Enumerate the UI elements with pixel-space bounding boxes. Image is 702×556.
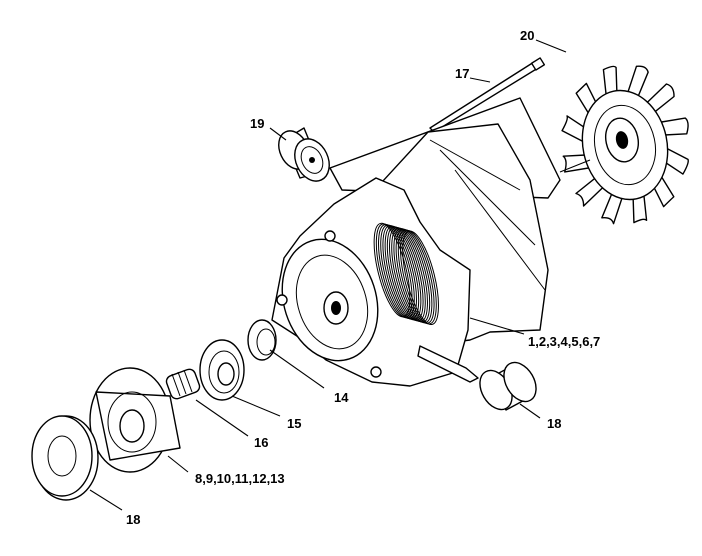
end-cap-bottom[interactable] <box>473 357 542 415</box>
callout-flange-ring: 18 <box>126 512 140 527</box>
winding-coil <box>402 230 439 325</box>
ball-bearing[interactable] <box>199 339 245 401</box>
cooling-fan[interactable] <box>559 65 689 225</box>
seal-ring[interactable] <box>247 319 277 361</box>
callout-fan: 20 <box>520 28 534 43</box>
callout-end-cap-bottom: 18 <box>547 416 561 431</box>
leader-lines <box>89 39 567 511</box>
callout-end-cap-top: 19 <box>250 116 264 131</box>
needle-bearing[interactable] <box>165 368 201 401</box>
winding-coil <box>400 230 437 325</box>
end-cap-top[interactable] <box>273 126 336 187</box>
callout-seal: 14 <box>334 390 349 405</box>
motor-assembly[interactable] <box>267 97 561 387</box>
swashplate-housing[interactable] <box>89 367 181 473</box>
callout-bearing: 15 <box>287 416 301 431</box>
callout-motor-assembly: 1,2,3,4,5,6,7 <box>528 334 600 349</box>
callout-swashplate-housing: 8,9,10,11,12,13 <box>195 471 285 486</box>
flange-ring[interactable] <box>31 415 99 501</box>
callout-needle-bearing: 16 <box>254 435 268 450</box>
callout-tie-rod: 17 <box>455 66 469 81</box>
motor-windings <box>373 222 439 325</box>
